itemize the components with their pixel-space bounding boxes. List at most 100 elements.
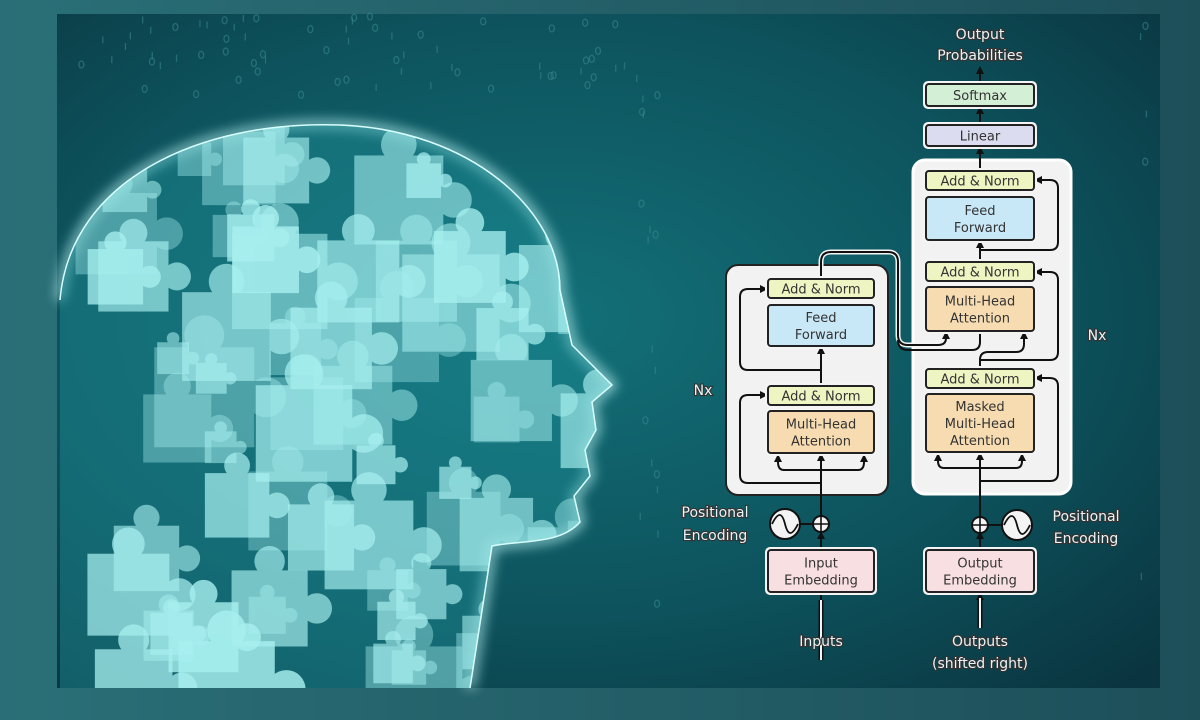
binary-rain: [78, 12, 1149, 608]
decoder-masked-attention-label: Attention: [950, 434, 1010, 449]
puzzle-piece: [439, 456, 482, 499]
binary-zero-glyph: [253, 14, 260, 23]
positional-encoding-left-label-2: Encoding: [683, 528, 748, 544]
encoder-feed-forward-label: Forward: [795, 328, 847, 343]
binary-zero-glyph: [582, 56, 590, 65]
binary-zero-glyph: [548, 24, 555, 33]
puzzle-piece: [243, 124, 331, 204]
binary-zero-glyph: [652, 230, 659, 239]
puzzle-piece: [157, 332, 200, 375]
puzzle-piece: [98, 218, 191, 312]
binary-zero-glyph: [307, 24, 314, 34]
encoder-attention-label: Multi-Head: [786, 418, 856, 433]
binary-zero-glyph: [198, 50, 205, 60]
binary-zero-glyph: [350, 13, 358, 22]
binary-zero-glyph: [638, 107, 646, 116]
puzzle-piece: [433, 208, 529, 303]
binary-zero-glyph: [297, 90, 305, 99]
binary-zero-glyph: [78, 60, 85, 69]
outputs-label: Outputs: [952, 634, 1008, 650]
binary-zero-glyph: [582, 18, 589, 27]
binary-zero-glyph: [343, 75, 350, 84]
binary-zero-glyph: [654, 90, 661, 100]
decoder-feed-forward-label: Forward: [954, 221, 1006, 236]
encoder-attention-label: Attention: [791, 435, 851, 450]
puzzle-piece: [470, 333, 578, 442]
positional-encoding-right-icon: [971, 509, 1033, 541]
binary-zero-glyph: [172, 22, 179, 32]
encoder-feed-forward-label: Feed: [805, 311, 836, 326]
binary-zero-glyph: [235, 75, 242, 84]
encoder-add-norm-top: Add & Norm: [765, 276, 877, 301]
binary-zero-glyph: [550, 71, 557, 80]
puzzle-piece: [324, 472, 442, 590]
binary-zero-glyph: [334, 77, 341, 87]
binary-zero-glyph: [454, 68, 461, 77]
binary-zero-glyph: [192, 89, 200, 99]
binary-zero-glyph: [259, 50, 267, 59]
decoder-nx-label: Nx: [1088, 328, 1107, 344]
decoder-cross-attention-label: Attention: [950, 312, 1010, 327]
binary-zero-glyph: [594, 46, 602, 55]
output-probabilities-label-2: Probabilities: [937, 48, 1023, 64]
binary-zero-glyph: [653, 599, 661, 608]
binary-zero-glyph: [612, 20, 619, 29]
binary-zero-glyph: [547, 71, 554, 81]
binary-zero-glyph: [250, 58, 258, 68]
binary-zero-glyph: [480, 17, 487, 26]
binary-zero-glyph: [642, 416, 649, 425]
puzzle-piece: [154, 315, 287, 448]
positional-encoding-right-label: Positional: [1053, 509, 1120, 525]
binary-zero-glyph: [1142, 157, 1149, 166]
linear-box-label: Linear: [960, 130, 1001, 145]
binary-zero-glyph: [366, 12, 374, 21]
binary-zero-glyph: [487, 84, 495, 93]
puzzle-piece: [426, 468, 525, 566]
puzzle-piece: [204, 452, 290, 538]
puzzle-piece: [143, 372, 234, 463]
decoder-masked-attention-label: Multi-Head: [945, 417, 1015, 432]
positional-encoding-left-label: Positional: [682, 505, 749, 521]
inputs-label: Inputs: [799, 634, 843, 650]
binary-zero-glyph: [254, 67, 261, 76]
linear-box: Linear: [923, 122, 1037, 149]
decoder-add-norm-mid-label: Add & Norm: [940, 266, 1019, 281]
binary-zero-glyph: [221, 16, 228, 25]
puzzle-piece: [231, 546, 333, 647]
decoder-cross-attention-label: Multi-Head: [945, 295, 1015, 310]
puzzle-piece: [290, 281, 398, 390]
binary-zero-glyph: [393, 55, 400, 65]
softmax-box: Softmax: [923, 81, 1037, 109]
output-embedding-box-label: Output: [957, 557, 1002, 572]
binary-zero-glyph: [417, 30, 424, 39]
input-embedding-box-label: Embedding: [784, 574, 858, 589]
puzzle-piece: [168, 579, 261, 673]
puzzle-piece: [232, 205, 321, 294]
binary-zero-glyph: [584, 81, 591, 90]
puzzle-piece: [377, 589, 428, 640]
positional-encoding-left-icon: [769, 508, 830, 540]
binary-zero-glyph: [590, 73, 597, 82]
binary-zero-glyph: [223, 34, 230, 43]
positional-encoding-right-label-2: Encoding: [1054, 531, 1119, 547]
binary-zero-glyph: [1142, 21, 1149, 31]
binary-zero-glyph: [141, 84, 148, 93]
encoder-add-norm-bottom-label: Add & Norm: [781, 390, 860, 405]
decoder-add-norm-bottom: Add & Norm: [923, 366, 1037, 391]
output-embedding-box-label: Embedding: [943, 574, 1017, 589]
binary-zero-glyph: [222, 47, 229, 56]
input-embedding-box-label: Input: [804, 557, 838, 572]
puzzle-piece: [195, 353, 237, 394]
puzzle-piece: [406, 152, 453, 198]
decoder-add-norm-bottom-label: Add & Norm: [940, 373, 1019, 388]
